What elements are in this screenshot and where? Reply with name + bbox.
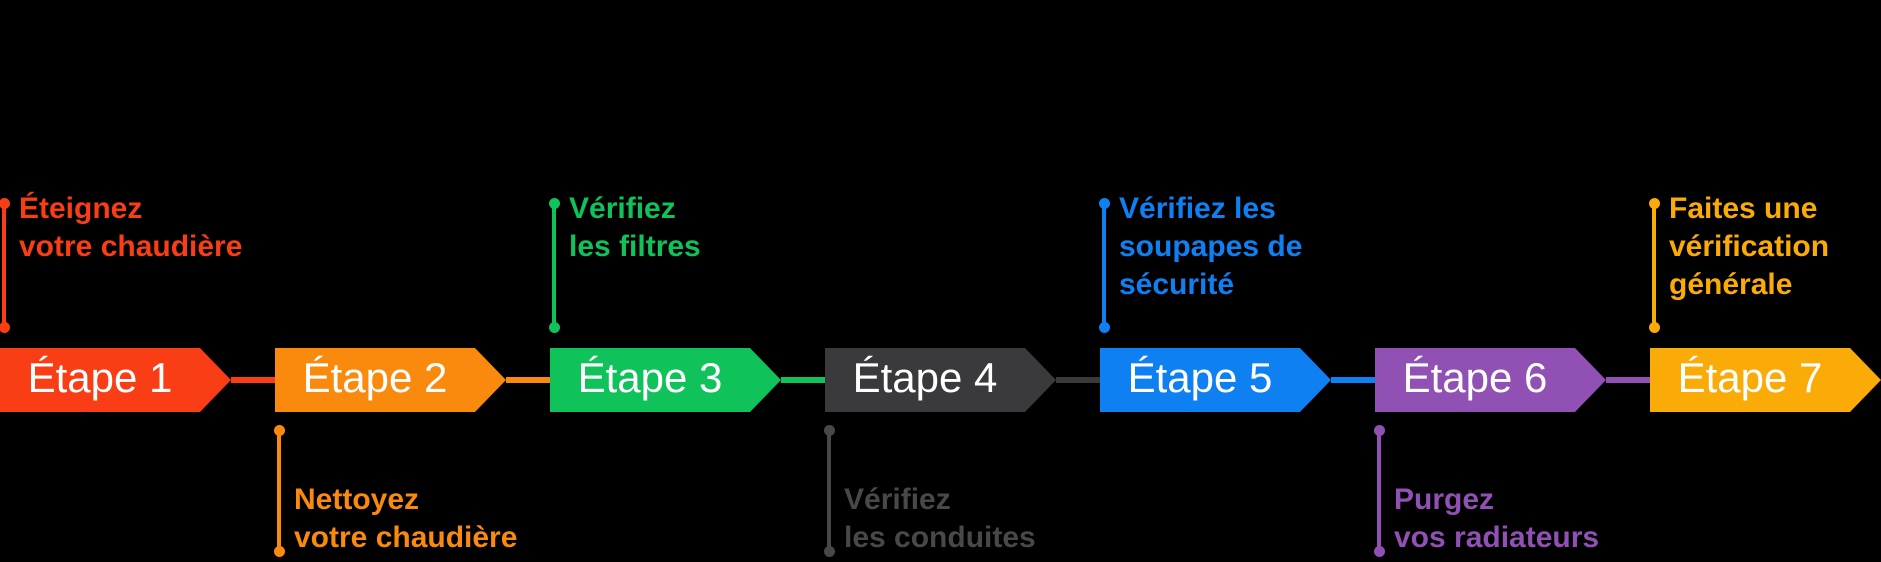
step-arrow-body: Étape 1 [0, 348, 200, 412]
step-arrow-body: Étape 5 [1100, 348, 1300, 412]
step-note: Vérifiez les soupapes de sécurité [1119, 190, 1302, 304]
step-label: Étape 4 [852, 354, 998, 401]
step-note-line: générale [1669, 268, 1793, 301]
step-connector-line [781, 377, 825, 383]
step-note: Purgez vos radiateurs [1394, 481, 1599, 557]
step-note-line: les conduites [844, 521, 1036, 554]
step-note-line: votre chaudière [19, 230, 243, 263]
step-note-line: Éteignez [19, 192, 143, 225]
step-arrow-body: Étape 3 [550, 348, 750, 412]
step-arrow-tip [1850, 348, 1881, 412]
step-arrow-tip [475, 348, 506, 412]
step-note: Nettoyez votre chaudière [294, 481, 517, 557]
note-connector-line [548, 198, 560, 333]
step-arrow-body: Étape 6 [1375, 348, 1575, 412]
step-note-line: Vérifiez [569, 192, 676, 225]
step-note: Vérifiez les conduites [844, 481, 1036, 557]
step-connector-line [1331, 377, 1375, 383]
step-connector-line [506, 377, 550, 383]
note-connector-line [1098, 198, 1110, 333]
step-arrow-tip [750, 348, 781, 412]
step-note: Vérifiez les filtres [569, 190, 701, 266]
step-connector-line [1056, 377, 1100, 383]
note-connector-line [1648, 198, 1660, 333]
step-connector-line [1606, 377, 1650, 383]
step-arrow-2: Étape 2 [275, 348, 506, 412]
step-arrow-tip [200, 348, 231, 412]
step-arrow-1: Étape 1 [0, 348, 231, 412]
step-arrow-tip [1025, 348, 1056, 412]
step-arrow-7: Étape 7 [1650, 348, 1881, 412]
step-arrow-3: Étape 3 [550, 348, 781, 412]
step-arrow-body: Étape 7 [1650, 348, 1850, 412]
step-label: Étape 6 [1402, 354, 1548, 401]
step-note-line: votre chaudière [294, 521, 518, 554]
step-note: Faites une vérification générale [1669, 190, 1829, 304]
step-arrow-body: Étape 4 [825, 348, 1025, 412]
step-label: Étape 7 [1677, 354, 1823, 401]
note-connector-line [273, 425, 285, 557]
step-note-line: vérification [1669, 230, 1830, 263]
note-connector-line [0, 198, 10, 333]
step-note-line: Nettoyez [294, 483, 420, 516]
note-connector-line [1373, 425, 1385, 557]
step-arrow-5: Étape 5 [1100, 348, 1331, 412]
step-note-line: sécurité [1119, 268, 1235, 301]
step-label: Étape 5 [1127, 354, 1273, 401]
step-arrow-6: Étape 6 [1375, 348, 1606, 412]
step-label: Étape 2 [302, 354, 448, 401]
steps-row: Étape 1 Étape 2 Étape 3 Étape 4 [0, 348, 1881, 412]
step-note-line: les filtres [569, 230, 701, 263]
step-note-line: Vérifiez [844, 483, 951, 516]
step-connector-line [231, 377, 275, 383]
step-note-line: Faites une [1669, 192, 1818, 225]
step-note-line: Vérifiez les [1119, 192, 1276, 225]
step-arrow-tip [1575, 348, 1606, 412]
step-label: Étape 3 [577, 354, 723, 401]
step-note: Éteignez votre chaudière [19, 190, 242, 266]
note-connector-line [823, 425, 835, 557]
step-note-line: Purgez [1394, 483, 1495, 516]
step-arrow-tip [1300, 348, 1331, 412]
step-note-line: vos radiateurs [1394, 521, 1600, 554]
step-label: Étape 1 [27, 354, 173, 401]
step-arrow-4: Étape 4 [825, 348, 1056, 412]
step-arrow-body: Étape 2 [275, 348, 475, 412]
step-note-line: soupapes de [1119, 230, 1303, 263]
